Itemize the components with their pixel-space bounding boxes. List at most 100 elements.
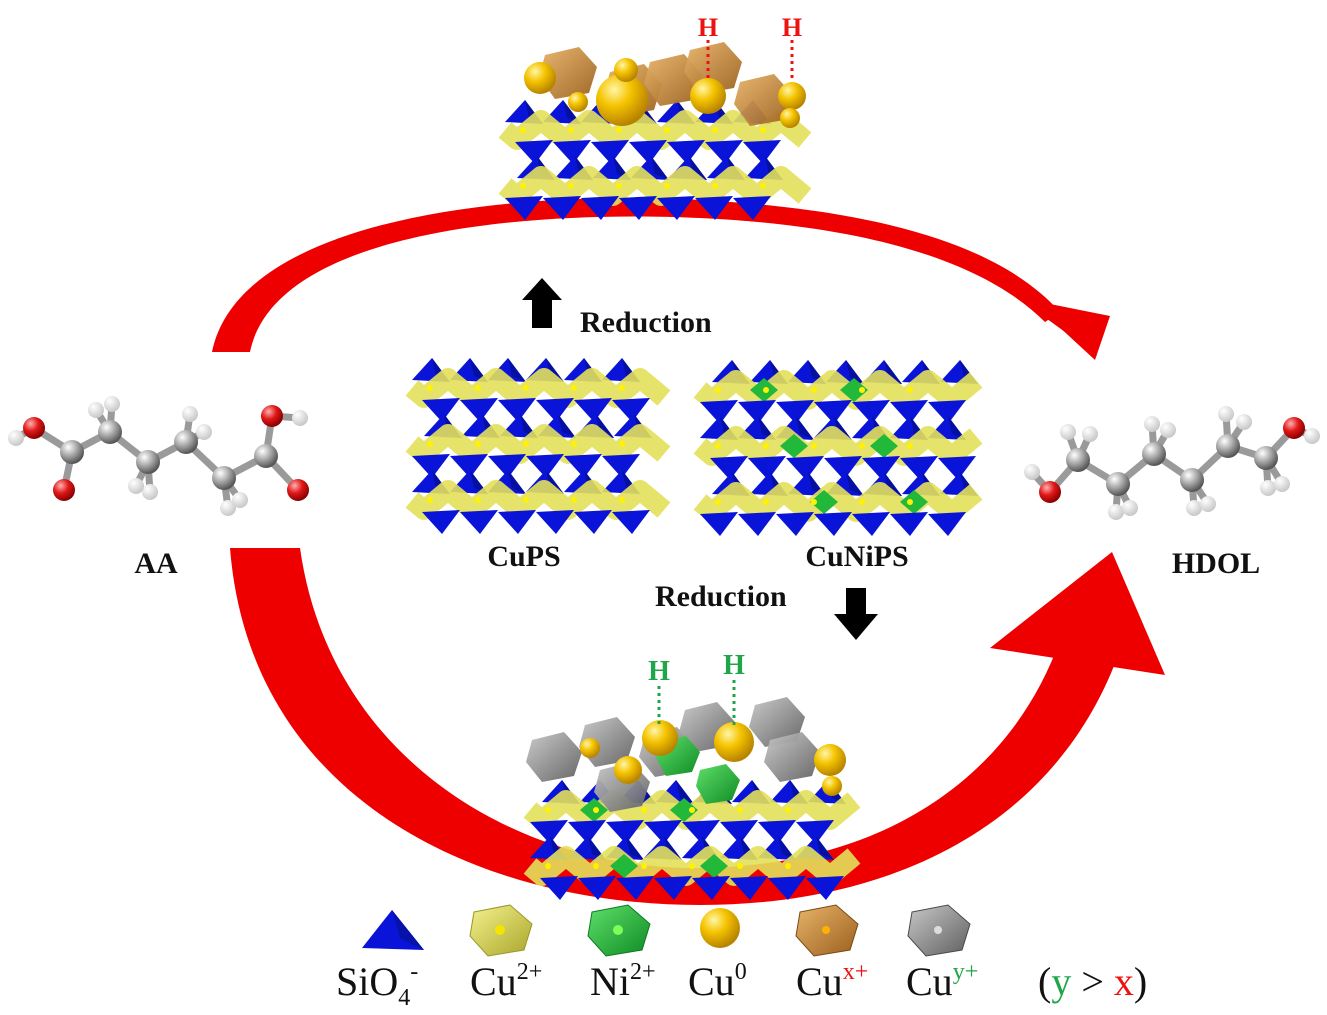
cu2-octahedral-layer	[412, 490, 664, 510]
cu2-center	[616, 183, 622, 189]
cu2-center	[523, 441, 529, 447]
cu2-center	[811, 499, 817, 505]
cu2-center	[689, 863, 695, 869]
hdol-label: HDOL	[1172, 547, 1260, 580]
cu2-center	[619, 385, 625, 391]
cups-structure	[412, 358, 664, 534]
hydrogen-atom	[1082, 426, 1098, 442]
reduction-up-label: Reduction	[580, 306, 712, 339]
cu0-particle	[822, 776, 842, 796]
cu2-center	[907, 387, 913, 393]
hydrogen-atom	[232, 492, 248, 508]
carbon-atom	[1254, 446, 1278, 470]
oxygen-atom	[287, 479, 309, 501]
hydrogen-atom	[196, 424, 212, 440]
silicate-tetrahedron	[890, 512, 928, 536]
silicate-tetrahedron	[700, 512, 738, 536]
silicate-tetrahedron	[460, 510, 498, 534]
cu2-center	[785, 863, 791, 869]
cunips-structure	[700, 360, 978, 536]
cu2-center	[475, 441, 481, 447]
cu2-center	[763, 499, 769, 505]
legend: SiO4- Cu2+ Ni2+ Cu0 Cux+ Cuy+ (y > x)	[336, 905, 1147, 1011]
cu2-center	[571, 385, 577, 391]
cuy-cluster	[526, 732, 582, 782]
hydrogen-atom	[1260, 480, 1276, 496]
carbon-atom	[60, 440, 84, 464]
cu0-particle	[778, 82, 806, 110]
carbon-atom	[1142, 442, 1166, 466]
hydrogen-atom	[8, 430, 24, 446]
cups-label: CuPS	[487, 540, 560, 573]
cu2-octahedral-layer	[700, 436, 976, 456]
cu2-center	[811, 443, 817, 449]
cu2-center	[664, 127, 670, 133]
legend-sio4-icon	[362, 910, 424, 950]
silicate-tetrahedron	[498, 510, 536, 534]
cu2-center	[619, 441, 625, 447]
cu2-center	[571, 441, 577, 447]
legend-sio4-label: SiO4-	[336, 959, 418, 1011]
cu0-particle	[814, 744, 846, 776]
cu2-center	[427, 385, 433, 391]
hydrogen-atom	[292, 410, 308, 426]
cu2-center	[568, 127, 574, 133]
carbon-atom	[1066, 448, 1090, 472]
legend-cu2-label: Cu2+	[470, 959, 542, 1004]
cu2-center	[427, 441, 433, 447]
bottom-h-label-right: H	[723, 650, 745, 681]
silicate-tetrahedron	[422, 510, 460, 534]
cu0-particle	[780, 108, 800, 128]
adipic-acid-molecule	[8, 396, 309, 516]
oxygen-atom	[1039, 481, 1061, 503]
legend-ni2-icon	[588, 905, 650, 956]
hydrogen-atom	[1060, 424, 1076, 440]
cu0-particle	[580, 738, 600, 758]
cu2-center	[715, 499, 721, 505]
top-h-label-right: H	[782, 13, 802, 42]
silicate-tetrahedron	[612, 510, 650, 534]
silicate-tetrahedron	[852, 512, 890, 536]
cu2-center	[715, 443, 721, 449]
reduction-down-label: Reduction	[655, 580, 787, 613]
carbon-atom	[1216, 434, 1240, 458]
cu2-octahedral-layer	[700, 380, 976, 400]
cu2-center	[475, 385, 481, 391]
cu0-particle	[690, 78, 726, 114]
cu2-center	[641, 807, 647, 813]
silicate-tetrahedron	[928, 512, 966, 536]
silicate-tetrahedron	[738, 512, 776, 536]
cu2-center	[571, 497, 577, 503]
top-h-label-left: H	[698, 13, 718, 42]
carbon-atom	[254, 444, 278, 468]
cu2-center	[712, 183, 718, 189]
hydrogen-atom	[1122, 500, 1138, 516]
hydrogen-atom	[104, 396, 120, 412]
hydrogen-atom	[1160, 422, 1176, 438]
cu2-center	[715, 387, 721, 393]
oxygen-atom	[23, 417, 45, 439]
carbon-atom	[174, 430, 198, 454]
bottom-h-label-left: H	[648, 656, 670, 687]
cu0-particle	[596, 74, 648, 126]
cu2-center	[520, 183, 526, 189]
hydrogen-atom	[1304, 428, 1320, 444]
cu0-particle	[642, 720, 678, 756]
cu2-center	[664, 183, 670, 189]
cu2-center	[545, 807, 551, 813]
cu2-center	[523, 385, 529, 391]
cu2-center	[689, 807, 695, 813]
cu2-center	[737, 863, 743, 869]
legend-ni2-label: Ni2+	[590, 959, 656, 1004]
carbon-atom	[1180, 468, 1204, 492]
cu2-center	[616, 127, 622, 133]
legend-condition: (y > x)	[1038, 959, 1147, 1004]
bottom-catalyst	[526, 697, 854, 900]
hydrogen-atom	[128, 478, 144, 494]
cu2-center	[859, 387, 865, 393]
cu2-center	[593, 807, 599, 813]
legend-cux-label: Cux+	[796, 959, 868, 1004]
legend-cu0-icon	[700, 908, 740, 948]
legend-cu0-label: Cu0	[688, 959, 747, 1004]
